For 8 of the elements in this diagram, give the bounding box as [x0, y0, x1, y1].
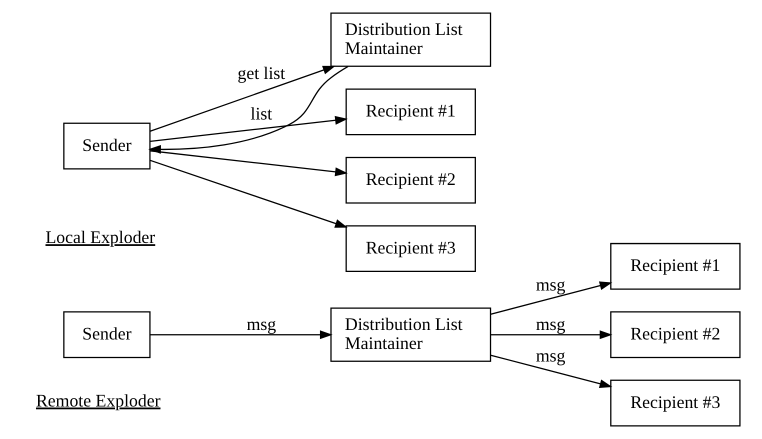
label: Remote Exploder	[36, 390, 160, 410]
edge-label: msg	[246, 314, 276, 334]
edge-label: msg	[536, 274, 566, 295]
edge-label: msg	[536, 314, 566, 334]
label: Local Exploder	[45, 227, 156, 248]
edge-label: get list	[237, 63, 286, 84]
edge-label: msg	[536, 346, 566, 366]
edge-label: list	[250, 104, 272, 124]
